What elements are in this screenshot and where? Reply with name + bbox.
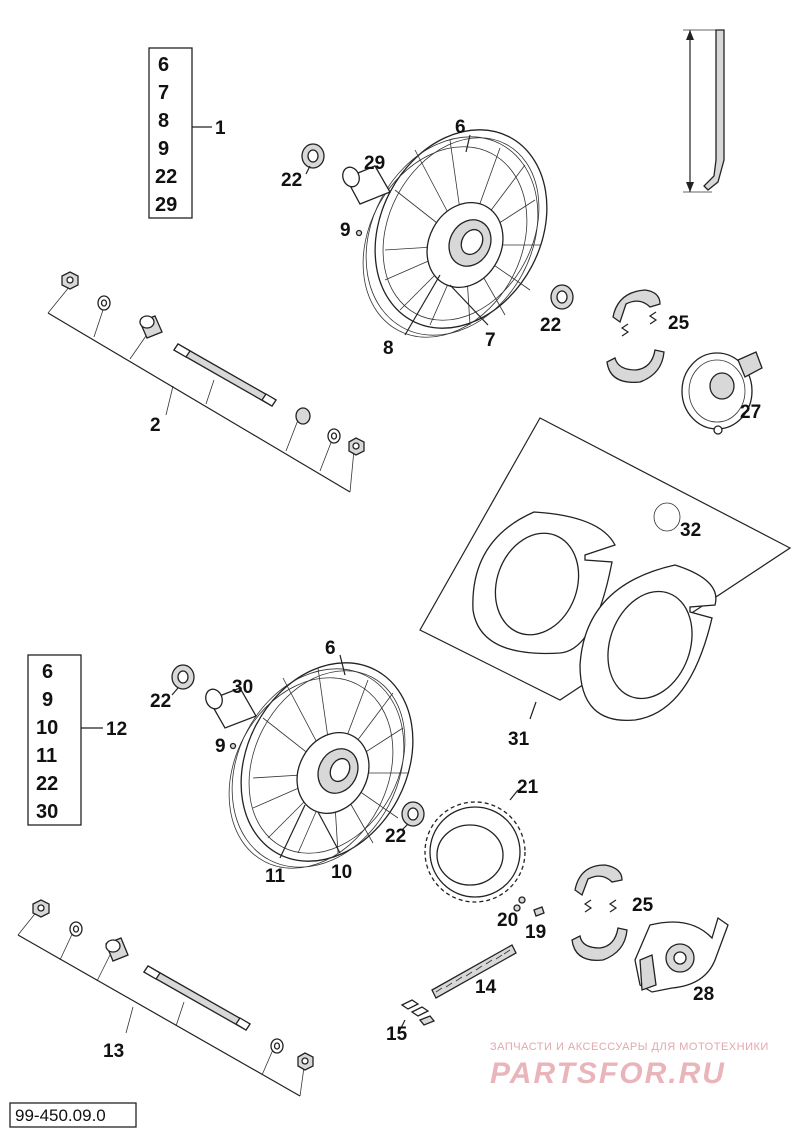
front-brake-plate: 27 (681, 351, 763, 435)
kit-box-rear: 6 9 10 11 22 30 12 (27, 654, 127, 826)
callout-13: 13 (103, 1041, 124, 1062)
callout-9: 9 (215, 736, 226, 757)
rear-brake-shoes: 25 (571, 864, 654, 961)
callout-15: 15 (386, 1024, 408, 1045)
kit-front-item: 29 (155, 194, 177, 216)
callout-6: 6 (325, 638, 336, 659)
kit-rear-item: 9 (42, 689, 53, 711)
kit-front-item: 22 (155, 166, 177, 188)
callout-27: 27 (740, 402, 761, 423)
kit-rear-item: 10 (36, 717, 58, 739)
rear-wheel: 6 11 10 (228, 638, 414, 887)
diagram-code: 99-450.09.0 (15, 1106, 106, 1125)
callout-22: 22 (150, 691, 171, 712)
callout-9: 9 (340, 220, 351, 241)
callout-8: 8 (383, 338, 394, 359)
callout-21: 21 (517, 777, 539, 798)
watermark-tagline: ЗАПЧАСТИ И АКСЕССУАРЫ ДЛЯ МОТОТЕХНИКИ (490, 1041, 769, 1053)
drive-chain: 14 (431, 944, 517, 999)
callout-7: 7 (485, 330, 496, 351)
callout-28: 28 (693, 984, 714, 1005)
kit-rear-item: 11 (36, 745, 57, 767)
kit-front-item: 8 (158, 110, 169, 132)
kit-box-front: 6 7 8 9 22 29 1 (148, 47, 226, 219)
rear-sprocket: 21 (424, 777, 539, 903)
callout-25: 25 (632, 895, 654, 916)
kit-front-item: 9 (158, 138, 169, 160)
callout-12: 12 (106, 719, 127, 740)
callout-31: 31 (508, 729, 530, 750)
callout-1: 1 (215, 118, 226, 139)
callout-20: 20 (497, 910, 518, 931)
kit-front-item: 7 (158, 82, 169, 104)
callout-22: 22 (281, 170, 302, 191)
rear-brake-plate: 28 (634, 916, 729, 1005)
callout-10: 10 (331, 862, 352, 883)
front-axle-group: 2 (47, 271, 365, 493)
front-brake-shoes: 25 (606, 289, 690, 383)
gasket-panel: 32 31 (419, 417, 792, 750)
kit-rear-item: 6 (42, 661, 53, 683)
front-hub-small-parts: 22 29 9 22 (281, 143, 574, 336)
watermark-brand: PARTSFOR.RU (490, 1057, 726, 1090)
rear-hub-small-parts: 22 30 9 22 (150, 664, 425, 847)
callout-30: 30 (232, 677, 253, 698)
callout-22: 22 (540, 315, 561, 336)
kit-rear-item: 30 (36, 801, 58, 823)
kit-rear-item: 22 (36, 773, 58, 795)
callout-11: 11 (265, 866, 286, 887)
callout-25: 25 (668, 313, 690, 334)
spoke-tool-drawing (683, 29, 725, 193)
chain-master-link: 15 (386, 999, 436, 1045)
kit-front-item: 6 (158, 54, 169, 76)
callout-2: 2 (150, 415, 161, 436)
callout-14: 14 (475, 977, 497, 998)
callout-19: 19 (525, 922, 546, 943)
watermark: ЗАПЧАСТИ И АКСЕССУАРЫ ДЛЯ МОТОТЕХНИКИ PA… (490, 1041, 769, 1090)
callout-22: 22 (385, 826, 406, 847)
sprocket-fasteners: 20 19 (497, 896, 546, 943)
diagram-code-box: 99-450.09.0 (9, 1102, 137, 1128)
rear-axle-group: 13 (17, 899, 314, 1097)
callout-29: 29 (364, 153, 385, 174)
callout-32: 32 (680, 520, 701, 541)
callout-6: 6 (455, 117, 466, 138)
front-wheel: 6 8 7 (362, 117, 548, 359)
